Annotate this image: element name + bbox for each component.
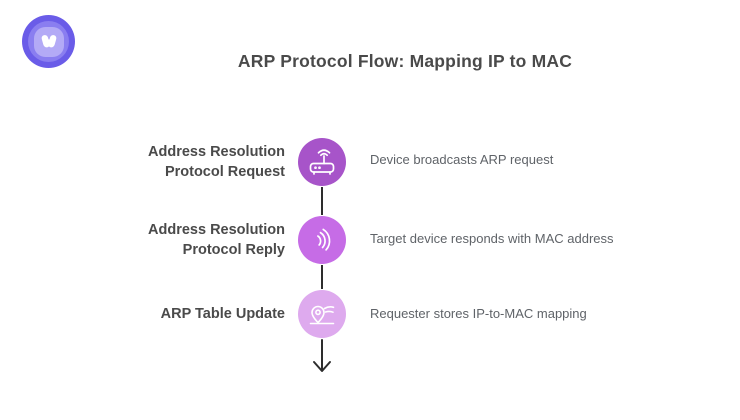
logo-ring xyxy=(28,21,69,62)
step-label-line: Protocol Reply xyxy=(182,242,285,258)
logo-w-icon xyxy=(41,35,56,48)
step1-icon-circle xyxy=(298,138,346,186)
step-label-line: Address Resolution xyxy=(148,144,285,160)
location-pin-icon xyxy=(309,305,335,325)
step-label-line: Address Resolution xyxy=(148,222,285,238)
connector-line xyxy=(321,265,323,289)
step3-label: ARP Table Update xyxy=(0,304,285,324)
flow-end-arrow-icon xyxy=(313,339,331,372)
step2-icon-circle xyxy=(298,216,346,264)
wifi-router-icon xyxy=(309,149,335,175)
step1-label: Address Resolution Protocol Request xyxy=(0,142,285,182)
logo-inner-ring xyxy=(33,26,64,57)
step2-label: Address Resolution Protocol Reply xyxy=(0,220,285,260)
step2-description: Target device responds with MAC address xyxy=(370,231,614,246)
whimsical-logo[interactable] xyxy=(22,15,75,68)
step3-description: Requester stores IP-to-MAC mapping xyxy=(370,306,587,321)
step1-description: Device broadcasts ARP request xyxy=(370,152,554,167)
signal-waves-icon xyxy=(317,228,331,251)
page-title: ARP Protocol Flow: Mapping IP to MAC xyxy=(237,51,573,71)
step-label-line: Protocol Request xyxy=(164,164,285,180)
step-label-line: ARP Table Update xyxy=(160,306,285,322)
step3-icon-circle xyxy=(298,290,346,338)
connector-line xyxy=(321,187,323,215)
